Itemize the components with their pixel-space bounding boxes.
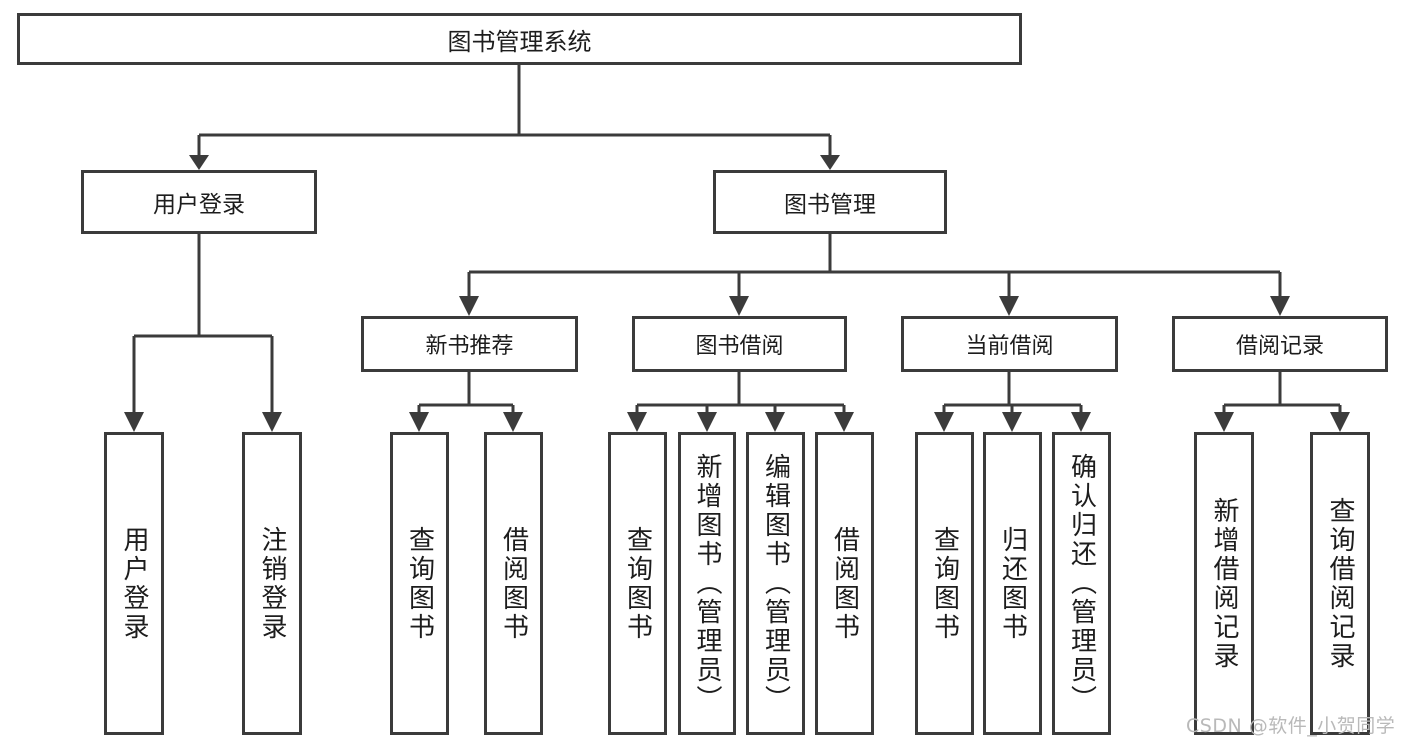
arrow-cb-leaf-2: [1002, 412, 1022, 432]
node-book-borrow[interactable]: 图书借阅: [632, 316, 847, 372]
leaf-label: 新增借阅记录: [1209, 496, 1239, 671]
leaf-records-add-record[interactable]: 新增借阅记录: [1194, 432, 1254, 735]
arrow-to-book-borrow: [729, 296, 749, 316]
arrow-to-current-borrow: [999, 296, 1019, 316]
leaf-label: 归还图书: [997, 525, 1028, 642]
leaf-label: 注销登录: [257, 525, 287, 642]
leaf-user-logout[interactable]: 注销登录: [242, 432, 302, 735]
arrow-br-leaf-2: [1330, 412, 1350, 432]
leaf-user-login[interactable]: 用户登录: [104, 432, 164, 735]
node-label: 新书推荐: [425, 334, 514, 359]
leaf-borrow-query-books[interactable]: 查询图书: [608, 432, 667, 735]
node-label: 当前借阅: [965, 334, 1054, 359]
node-new-book-recommend[interactable]: 新书推荐: [361, 316, 578, 372]
arrow-bb-leaf-2: [697, 412, 717, 432]
arrow-to-new-book: [459, 296, 479, 316]
leaf-newbook-borrow-books[interactable]: 借阅图书: [484, 432, 543, 735]
arrow-bb-leaf-4: [834, 412, 854, 432]
leaf-label: 查询借阅记录: [1325, 496, 1355, 671]
leaf-label: 查询图书: [622, 525, 653, 642]
leaf-borrow-borrow-books[interactable]: 借阅图书: [815, 432, 874, 735]
leaf-label: 借阅图书: [829, 525, 860, 642]
node-label: 用户登录: [153, 192, 245, 218]
arrow-to-book-manage: [820, 155, 840, 170]
leaf-label: 编辑图书（管理员）: [760, 453, 791, 714]
arrow-bb-leaf-3: [765, 412, 785, 432]
leaf-current-return-books[interactable]: 归还图书: [983, 432, 1042, 735]
leaf-label: 新增图书（管理员）: [692, 453, 722, 714]
leaf-current-query-books[interactable]: 查询图书: [915, 432, 974, 735]
arrow-bb-leaf-1: [627, 412, 647, 432]
node-label: 借阅记录: [1235, 334, 1324, 359]
node-borrow-records[interactable]: 借阅记录: [1172, 316, 1388, 372]
arrow-nb-leaf-1: [409, 412, 429, 432]
arrow-to-borrow-records: [1270, 296, 1290, 316]
leaf-label: 借阅图书: [498, 525, 529, 642]
leaf-label: 确认归还（管理员）: [1066, 453, 1097, 714]
arrow-nb-leaf-2: [503, 412, 523, 432]
arrow-br-leaf-1: [1214, 412, 1234, 432]
node-book-management[interactable]: 图书管理: [713, 170, 947, 234]
node-label: 图书借阅: [695, 334, 784, 359]
node-label: 图书管理系统: [447, 27, 592, 56]
leaf-current-confirm-return-admin[interactable]: 确认归还（管理员）: [1052, 432, 1111, 735]
leaf-borrow-add-book-admin[interactable]: 新增图书（管理员）: [678, 432, 736, 735]
arrow-user-leaf-1: [124, 412, 144, 432]
arrow-cb-leaf-3: [1071, 412, 1091, 432]
leaf-label: 查询图书: [404, 525, 435, 642]
node-root-book-management-system[interactable]: 图书管理系统: [17, 13, 1022, 65]
leaf-newbook-query-books[interactable]: 查询图书: [390, 432, 449, 735]
arrow-to-user-login: [189, 155, 209, 170]
node-current-borrow[interactable]: 当前借阅: [901, 316, 1118, 372]
node-user-login[interactable]: 用户登录: [81, 170, 317, 234]
arrow-cb-leaf-1: [934, 412, 954, 432]
node-label: 图书管理: [784, 192, 876, 218]
leaf-label: 用户登录: [119, 525, 149, 642]
leaf-records-query-record[interactable]: 查询借阅记录: [1310, 432, 1370, 735]
leaf-borrow-edit-book-admin[interactable]: 编辑图书（管理员）: [746, 432, 805, 735]
leaf-label: 查询图书: [929, 525, 960, 642]
arrow-user-leaf-2: [262, 412, 282, 432]
